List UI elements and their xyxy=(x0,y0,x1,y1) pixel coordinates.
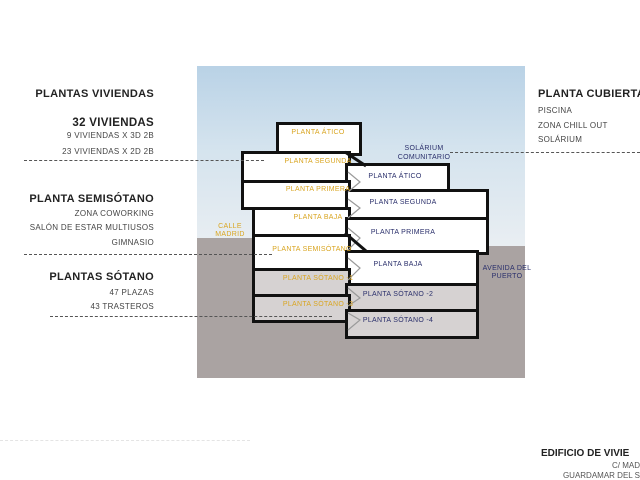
floor-label-baja-right: PLANTA BAJA xyxy=(373,261,423,268)
cubierta-item: PISCINA xyxy=(538,106,573,115)
semisotano-item: GIMNASIO xyxy=(111,238,154,247)
footer-divider xyxy=(0,440,250,441)
viviendas-line-1: 9 VIVIENDAS X 3D 2B xyxy=(66,131,154,140)
street-avenida-puerto: AVENIDA DEL PUERTO xyxy=(482,265,532,280)
sotano-title: PLANTAS SÓTANO xyxy=(49,271,154,283)
floor-label-segunda: PLANTA SEGUNDA xyxy=(284,158,352,165)
floor-label-atico: PLANTA ÁTICO xyxy=(291,129,345,136)
footer-city: GUARDAMAR DEL S xyxy=(562,471,640,480)
floor-label-segunda-right: PLANTA SEGUNDA xyxy=(369,199,437,206)
floor-label-sotano-4: PLANTA SÓTANO -4 xyxy=(362,317,434,324)
cubierta-title: PLANTA CUBIERTA xyxy=(538,88,640,100)
floor-label-semisotano: PLANTA SEMISÓTANO xyxy=(272,246,352,253)
ground-fill xyxy=(480,272,525,282)
floor-label-solarium: SOLÁRIUM COMUNITARIO xyxy=(397,145,451,161)
sotano-item: 43 TRASTEROS xyxy=(90,302,154,311)
floor-label-primera-right: PLANTA PRIMERA xyxy=(370,229,436,236)
floor-label-sotano-2: PLANTA SÓTANO -2 xyxy=(362,291,434,298)
footer-address: C/ MAD xyxy=(612,461,640,470)
floor-label-sotano-3: PLANTA SÓTANO -3 xyxy=(282,301,354,308)
floor-atico xyxy=(276,122,362,156)
sotano-item: 47 PLAZAS xyxy=(109,288,154,297)
viviendas-line-2: 23 VIVIENDAS X 2D 2B xyxy=(62,147,154,156)
leader-line xyxy=(50,316,332,317)
ground-fill xyxy=(197,238,252,248)
floor-label-primera: PLANTA PRIMERA xyxy=(285,186,351,193)
cubierta-item: SOLÁRIUM xyxy=(538,135,583,144)
viviendas-count: 32 VIVIENDAS xyxy=(72,117,154,129)
floor-sotano-4 xyxy=(345,309,479,339)
floor-label-sotano-1: PLANTA SÓTANO -1 xyxy=(282,275,354,282)
floor-label-atico-right: PLANTA ÁTICO xyxy=(368,173,422,180)
leader-line xyxy=(450,152,640,153)
semisotano-item: SALÓN DE ESTAR MULTIUSOS xyxy=(29,223,154,232)
leader-line xyxy=(24,160,264,161)
floor-label-baja: PLANTA BAJA xyxy=(293,214,343,221)
street-calle-madrid: CALLE MADRID xyxy=(215,223,245,238)
footer-title: EDIFICIO DE VIVIE xyxy=(541,448,630,459)
floor-sotano-3 xyxy=(252,294,351,323)
leader-line xyxy=(24,254,272,255)
semisotano-item: ZONA COWORKING xyxy=(74,209,154,218)
semisotano-title: PLANTA SEMISÓTANO xyxy=(29,193,154,205)
cubierta-item: ZONA CHILL OUT xyxy=(538,121,608,130)
viviendas-title: PLANTAS VIVIENDAS xyxy=(35,88,154,100)
